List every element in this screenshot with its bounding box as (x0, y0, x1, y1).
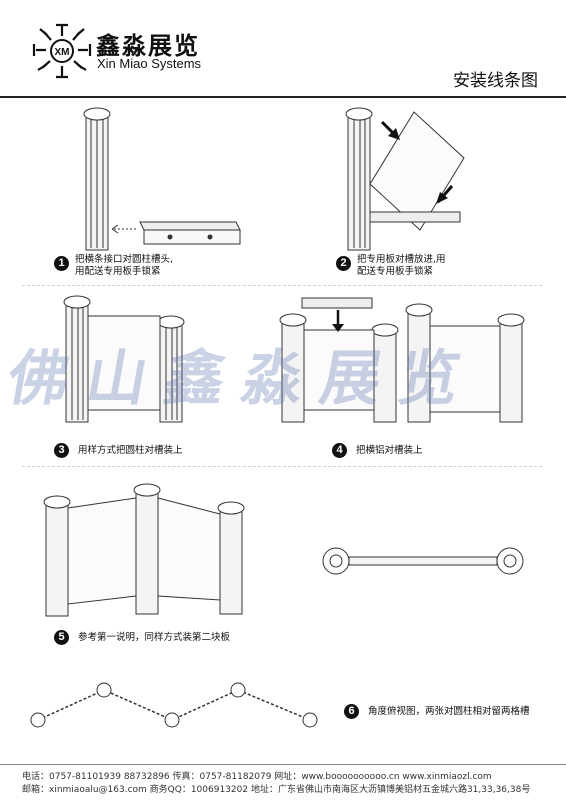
step-6-line1: 角度俯视图，两张对圆柱相对留两格槽 (368, 706, 530, 717)
step3-illustration (63, 295, 185, 423)
step-5-caption: 5 参考第一说明，同样方式装第二块板 (54, 630, 354, 645)
step-4-line1: 把横铝对槽装上 (356, 445, 423, 456)
step-4-caption: 4 把横铝对槽装上 (332, 443, 542, 458)
company-logo: XM (32, 23, 92, 79)
step-2-line1: 把专用板对槽放进,用 (357, 254, 446, 265)
step1-illustration (83, 107, 241, 251)
step-6-number: 6 (344, 704, 359, 719)
step-3-line1: 用样方式把圆柱对槽装上 (78, 445, 183, 456)
step-6-caption: 6 角度俯视图，两张对圆柱相对留两格槽 (344, 704, 554, 719)
footer-divider (0, 764, 566, 765)
section-divider-2 (22, 466, 542, 467)
step-1-line1: 把横条接口对圆柱槽头, (75, 254, 174, 265)
zigzag-top-view (30, 682, 318, 728)
step-1-number: 1 (54, 256, 69, 271)
step-5-number: 5 (54, 630, 69, 645)
step-1-line2: 用配送专用板手锁紧 (75, 266, 161, 277)
step-1-caption: 1 把横条接口对圆柱槽头, 用配送专用板手锁紧 (54, 254, 264, 278)
footer-contact-line2: 邮箱：xinmiaoalu@163.com 商务QQ：1006913202 地址… (22, 785, 531, 795)
watermark-text: 佛山鑫淼展览 (2, 344, 484, 414)
step-5-line1: 参考第一说明，同样方式装第二块板 (78, 632, 231, 643)
step-3-number: 3 (54, 443, 69, 458)
logo-mark-text: XM (55, 47, 70, 58)
step-3-caption: 3 用样方式把圆柱对槽装上 (54, 443, 304, 458)
header-divider (0, 96, 566, 98)
company-name-cn: 鑫淼展览 (96, 32, 200, 60)
document-title: 安装线条图 (453, 71, 538, 91)
step-2-line2: 配送专用板手锁紧 (357, 266, 434, 277)
step5-illustration (43, 483, 245, 617)
section-divider-1 (22, 285, 542, 286)
step-2-number: 2 (336, 256, 351, 271)
step-4-number: 4 (332, 443, 347, 458)
step-2-caption: 2 把专用板对槽放进,用 配送专用板手锁紧 (336, 254, 546, 278)
step2-illustration (345, 107, 465, 251)
footer-contact-line1: 电话：0757-81101939 88732896 传真：0757-811820… (22, 772, 492, 782)
top-view-illustration (322, 547, 524, 575)
company-name-en: Xin Miao Systems (97, 56, 202, 71)
step4-illustration (279, 297, 525, 423)
